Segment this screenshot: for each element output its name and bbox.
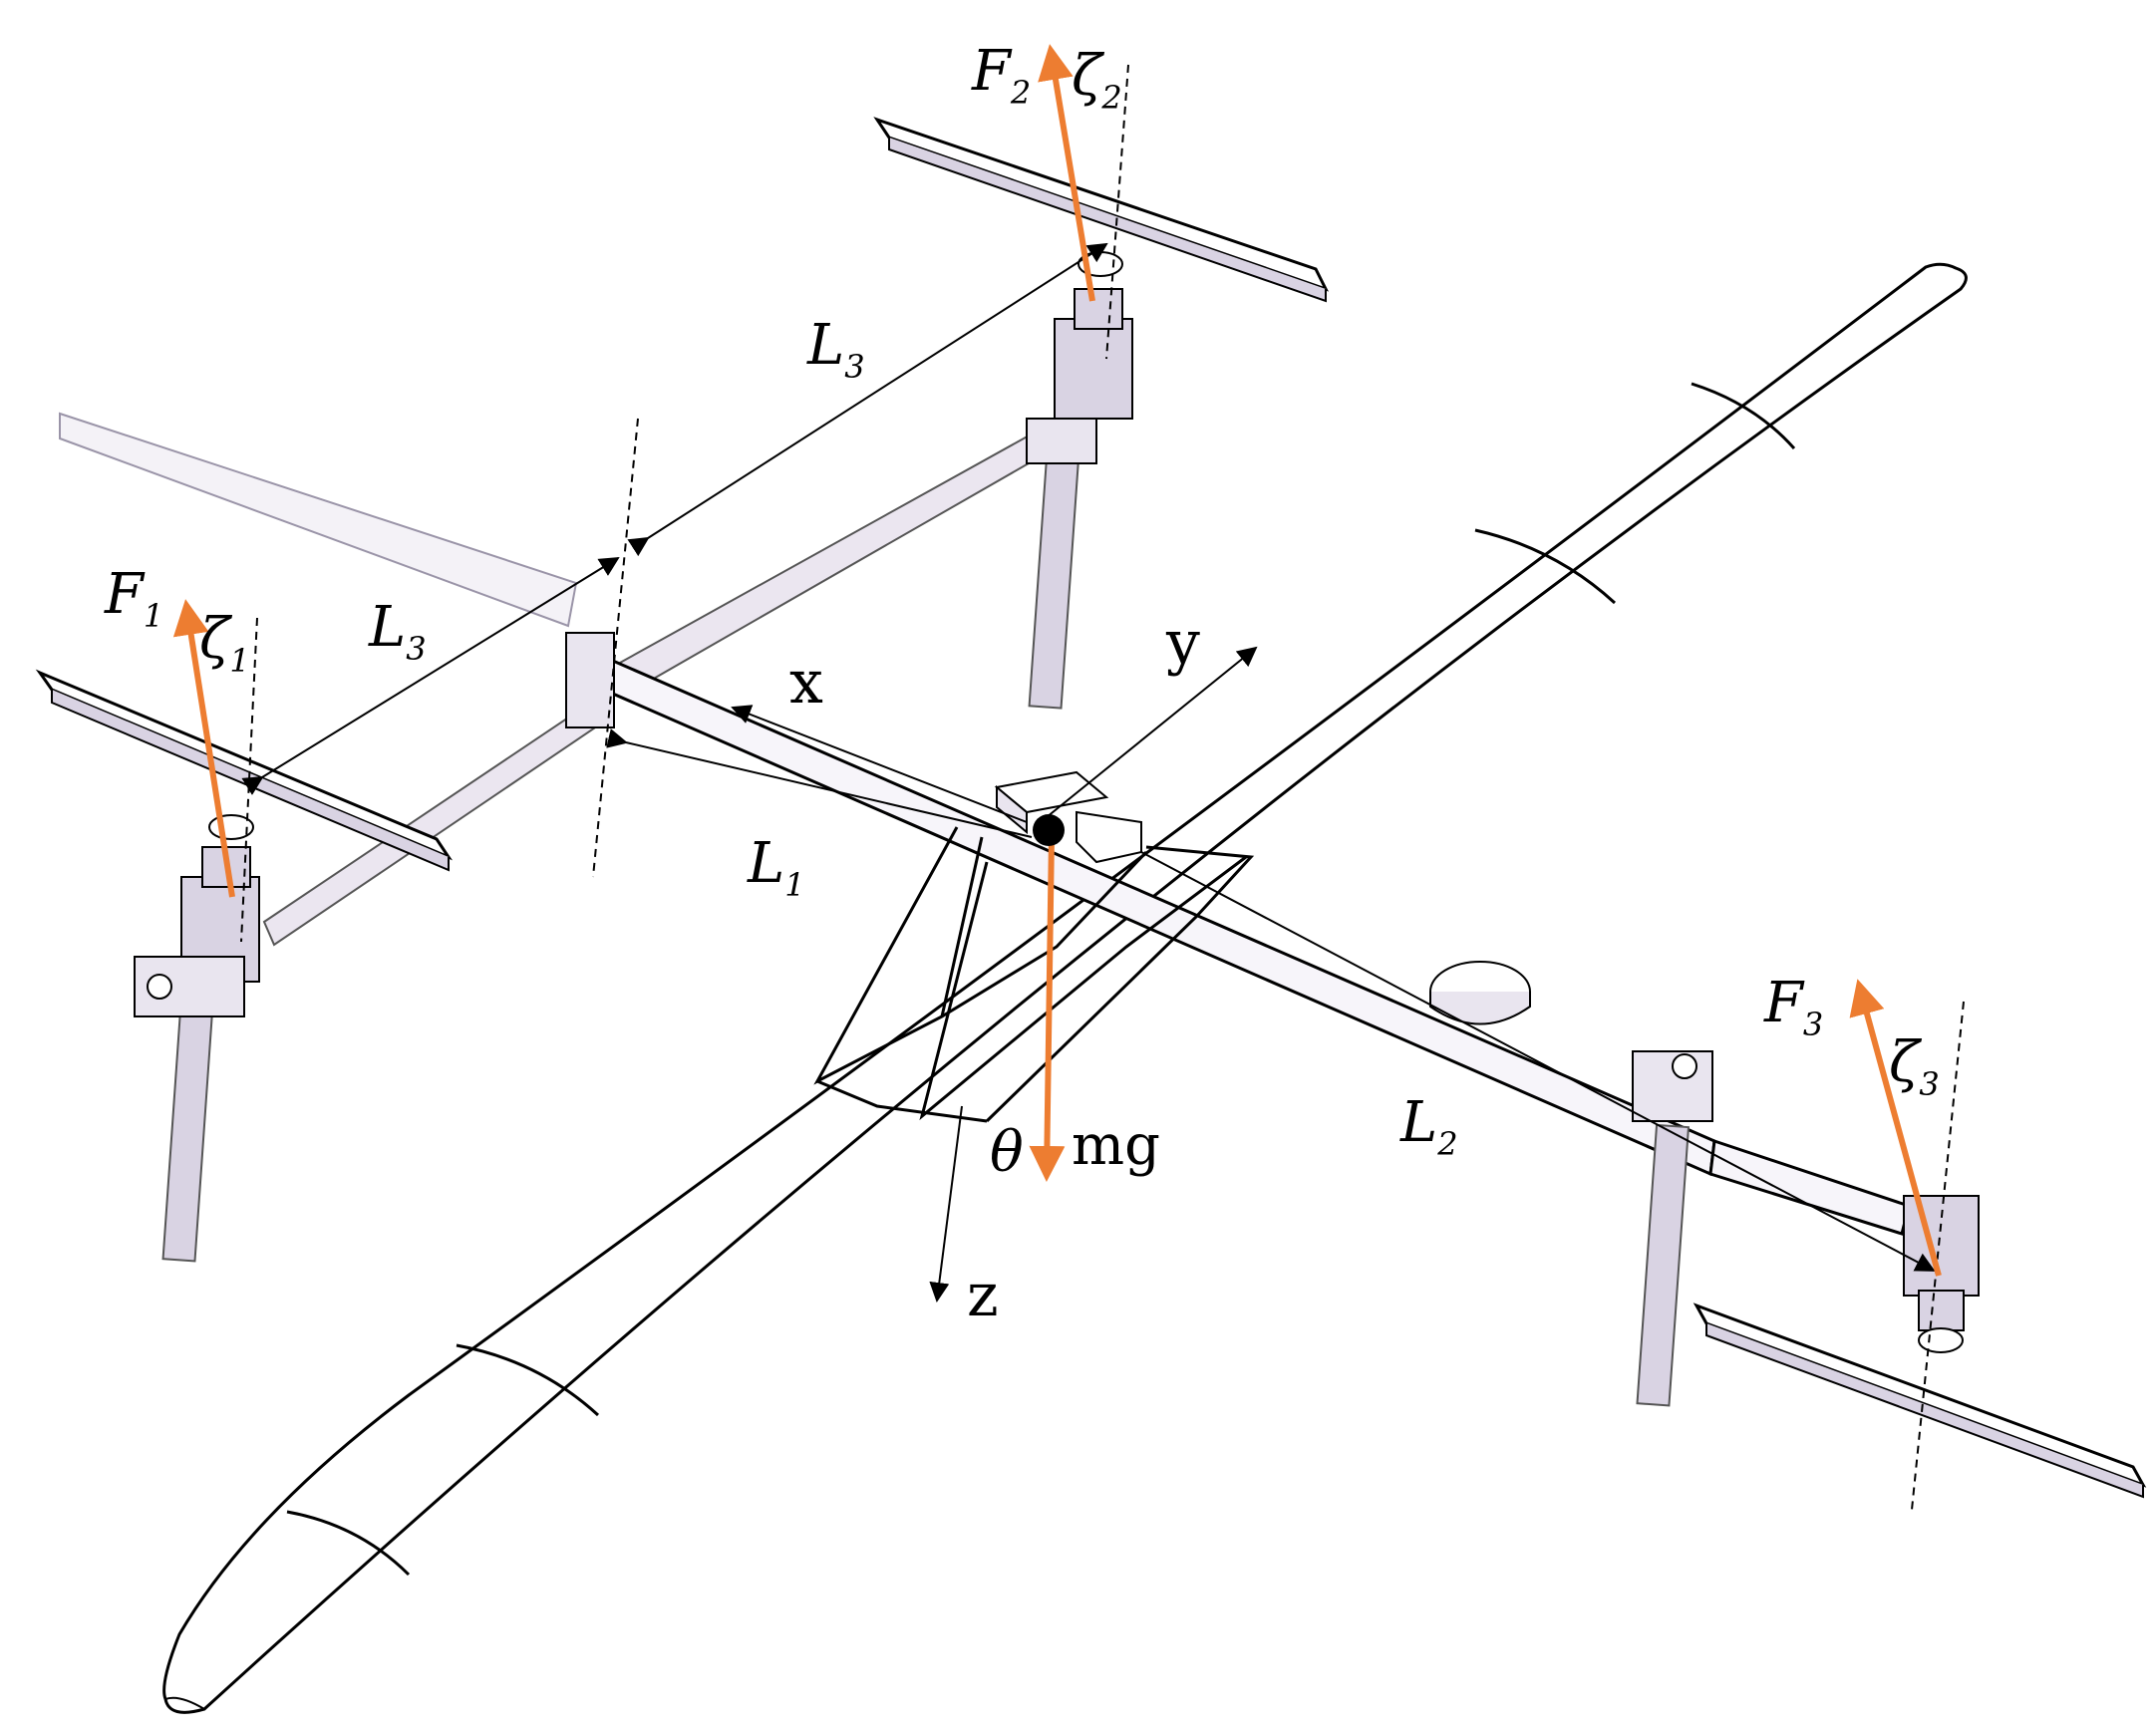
dimension-lines — [241, 242, 1936, 1302]
lower-crossbar — [262, 696, 612, 947]
wing-rib-2 — [1474, 528, 1617, 605]
motor-mount-2 — [1026, 251, 1133, 464]
label-F3: F3 — [1763, 971, 1823, 1043]
label-F1: F1 — [104, 562, 163, 635]
central-block — [994, 770, 1142, 864]
label-theta: θ — [990, 1120, 1024, 1185]
force-arrows — [172, 44, 1942, 1277]
wing-rib-3 — [456, 1343, 600, 1417]
spar-mid-axis — [592, 418, 639, 878]
z-axis-arrow — [929, 1105, 963, 1302]
center-of-gravity-dot — [1033, 814, 1065, 846]
strut-front-left — [161, 994, 215, 1263]
F1-arrow — [172, 599, 235, 898]
rear-crossbar — [618, 427, 1057, 690]
tilt-axes — [240, 64, 1965, 1511]
rotor-blades — [35, 117, 2147, 1499]
motor-mount-3 — [1903, 1195, 1980, 1353]
x-axis-arrow — [731, 705, 1028, 823]
y-axis-arrow — [1046, 646, 1258, 818]
rotor-blade-3 — [1693, 1302, 2147, 1488]
wing-rib-4 — [286, 1510, 411, 1577]
L1-dimension — [606, 728, 1033, 838]
strut-rear — [1028, 455, 1080, 710]
L3-lower-dimension — [241, 556, 620, 795]
wing-rib-1 — [1691, 382, 1796, 449]
L3-upper-dimension — [627, 242, 1108, 557]
wing — [162, 262, 1968, 1714]
label-L1: L1 — [747, 831, 805, 904]
wing-outline — [162, 262, 1968, 1714]
label-y: y — [1165, 608, 1200, 678]
label-zeta2: ζ2 — [1072, 44, 1122, 117]
label-F2: F2 — [971, 39, 1031, 112]
label-z: z — [967, 1261, 999, 1330]
fuselage-truss — [813, 826, 1255, 1123]
strut-front-right — [1636, 1123, 1691, 1407]
F3-arrow — [1849, 979, 1942, 1277]
wing-tip-left — [164, 1696, 205, 1710]
label-L3-upper: L3 — [806, 313, 865, 386]
tilt-axis-3 — [1911, 1001, 1965, 1511]
label-zeta3: ζ3 — [1889, 1030, 1940, 1103]
label-zeta1: ζ1 — [199, 607, 250, 680]
motor-mount-1 — [134, 814, 260, 1017]
label-L3-lower: L3 — [368, 595, 427, 668]
tilt-axis-1 — [240, 617, 258, 943]
labels: F2 ζ2 L3 L3 F1 ζ1 x y L1 θ mg z L2 F3 ζ3 — [104, 39, 1940, 1330]
mg-arrow — [1029, 834, 1066, 1182]
label-x: x — [789, 648, 823, 718]
tilt-axis-2 — [1105, 64, 1129, 360]
L2-dimension — [1140, 851, 1936, 1272]
label-mg: mg — [1072, 1113, 1160, 1178]
sensor-dish — [1429, 961, 1531, 1025]
F2-arrow — [1038, 44, 1095, 302]
label-L2: L2 — [1399, 1090, 1458, 1163]
